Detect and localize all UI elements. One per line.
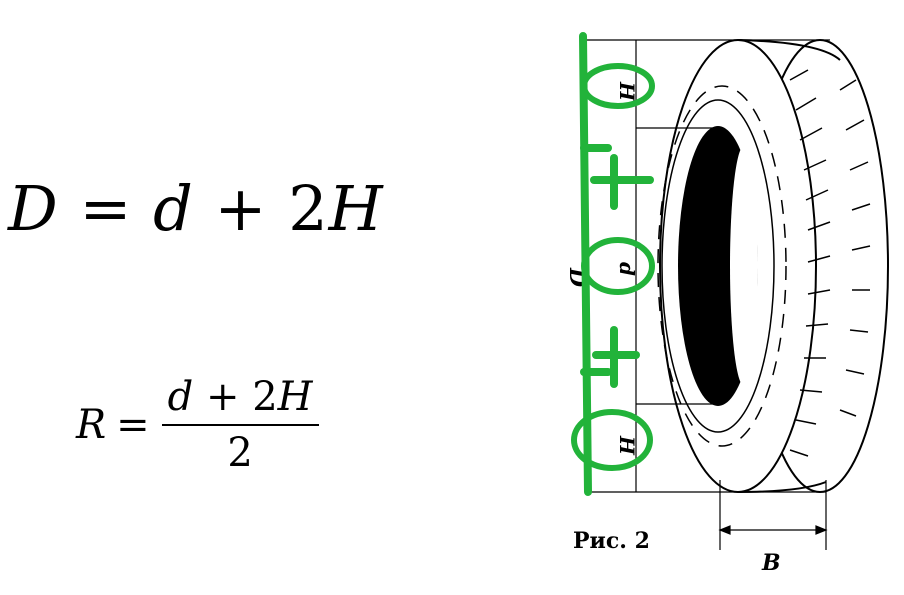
numerator-plus: + xyxy=(205,374,240,420)
formula-coef: 2 xyxy=(288,172,329,245)
figure-caption: Рис. 2 xyxy=(573,528,650,554)
formula-D: D xyxy=(8,172,59,245)
formula-R: R xyxy=(76,402,107,448)
formula-plus: + xyxy=(214,172,268,245)
tread-top-edge xyxy=(737,39,841,61)
fraction-numerator: d + 2H xyxy=(161,374,319,426)
label-H-top: H xyxy=(615,81,639,102)
radius-fraction: d + 2H 2 xyxy=(161,374,319,476)
formula-equals: = xyxy=(79,172,133,245)
tire-sidewall-dash xyxy=(657,85,787,447)
numerator-d: d xyxy=(167,374,194,420)
diameter-formula: D = d + 2H xyxy=(8,172,384,245)
tread-grooves xyxy=(789,69,871,457)
green-circle-d xyxy=(581,237,655,295)
radius-formula: R = d + 2H 2 xyxy=(76,374,319,476)
numerator-H: H xyxy=(277,374,313,420)
green-circle-H-bottom xyxy=(571,409,653,471)
label-H-bottom: H xyxy=(615,435,639,456)
formula-equals-2: = xyxy=(116,402,150,448)
green-circle-H-top xyxy=(581,63,655,109)
green-annotations xyxy=(571,32,655,496)
tire-bead-ring xyxy=(661,99,775,433)
fraction-denominator: 2 xyxy=(227,430,253,476)
formula-d: d xyxy=(153,172,194,245)
tire-hole-highlight xyxy=(730,146,758,386)
label-d: d xyxy=(615,262,639,276)
numerator-coef: 2 xyxy=(252,374,278,420)
label-B: B xyxy=(761,550,781,576)
formula-H: H xyxy=(328,172,384,245)
